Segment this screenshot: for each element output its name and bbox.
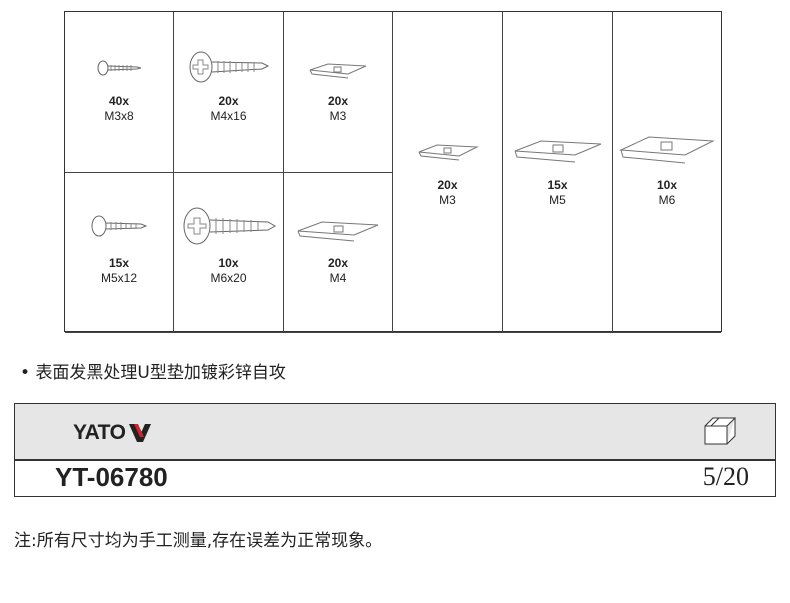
- part-size: M4x16: [210, 109, 247, 123]
- clip-icon: [514, 140, 601, 163]
- part-cell-9: 10x M6: [613, 12, 721, 333]
- part-qty: 40x: [108, 94, 130, 108]
- screw-icon: [97, 60, 141, 76]
- clip-icon: [309, 63, 367, 79]
- part-cell-5: 10x M6x20: [174, 173, 284, 333]
- part-size: M4: [329, 271, 347, 285]
- package-box-icon: [704, 417, 737, 445]
- part-size: M3: [439, 193, 456, 207]
- part-size: M6x20: [210, 271, 247, 285]
- measurement-note: 注:所有尺寸均为手工测量,存在误差为正常现象。: [14, 531, 383, 551]
- part-qty: 20x: [327, 256, 349, 270]
- feature-text: 表面发黑处理U型垫加镀彩锌自攻: [35, 363, 286, 383]
- parts-grid: 40x M3x8 20x M4x16 20x M3 15x M5x12 10x …: [64, 11, 722, 333]
- part-qty: 20x: [218, 94, 239, 108]
- part-size: M5: [549, 193, 566, 207]
- part-cell-3: 20x M3: [284, 12, 393, 173]
- clip-icon: [619, 136, 715, 164]
- part-size: M5x12: [100, 271, 138, 285]
- brand-name: YATO: [73, 421, 126, 444]
- product-code: YT-06780: [55, 462, 168, 492]
- page-indicator: 5/20: [702, 462, 749, 491]
- screw-icon: [189, 51, 269, 83]
- part-qty: 20x: [327, 94, 349, 108]
- screw-icon: [91, 215, 147, 237]
- part-qty: 20x: [437, 178, 458, 192]
- part-size: M6: [658, 193, 676, 207]
- part-qty: 10x: [218, 256, 239, 270]
- part-cell-7: 20x M3: [393, 12, 503, 333]
- brand-logo: YATO: [73, 421, 152, 445]
- part-cell-2: 20x M4x16: [174, 12, 284, 173]
- part-cell-6: 20x M4: [284, 173, 393, 333]
- clip-icon: [297, 221, 379, 242]
- part-cell-4: 15x M5x12: [65, 173, 174, 333]
- part-size: M3: [329, 109, 347, 123]
- screw-icon: [183, 207, 276, 245]
- part-qty: 15x: [547, 178, 568, 192]
- clip-icon: [418, 144, 479, 161]
- part-cell-8: 15x M5: [503, 12, 613, 333]
- feature-bullet: • 表面发黑处理U型垫加镀彩锌自攻: [20, 363, 286, 383]
- yato-logo-icon: [129, 424, 152, 442]
- part-cell-1: 40x M3x8: [65, 12, 174, 173]
- part-qty: 10x: [656, 178, 678, 192]
- product-header: YATO: [15, 404, 775, 461]
- part-size: M3x8: [104, 109, 134, 123]
- product-info-box: YATO YT-06780 5/20: [14, 403, 776, 497]
- part-qty: 15x: [108, 256, 130, 270]
